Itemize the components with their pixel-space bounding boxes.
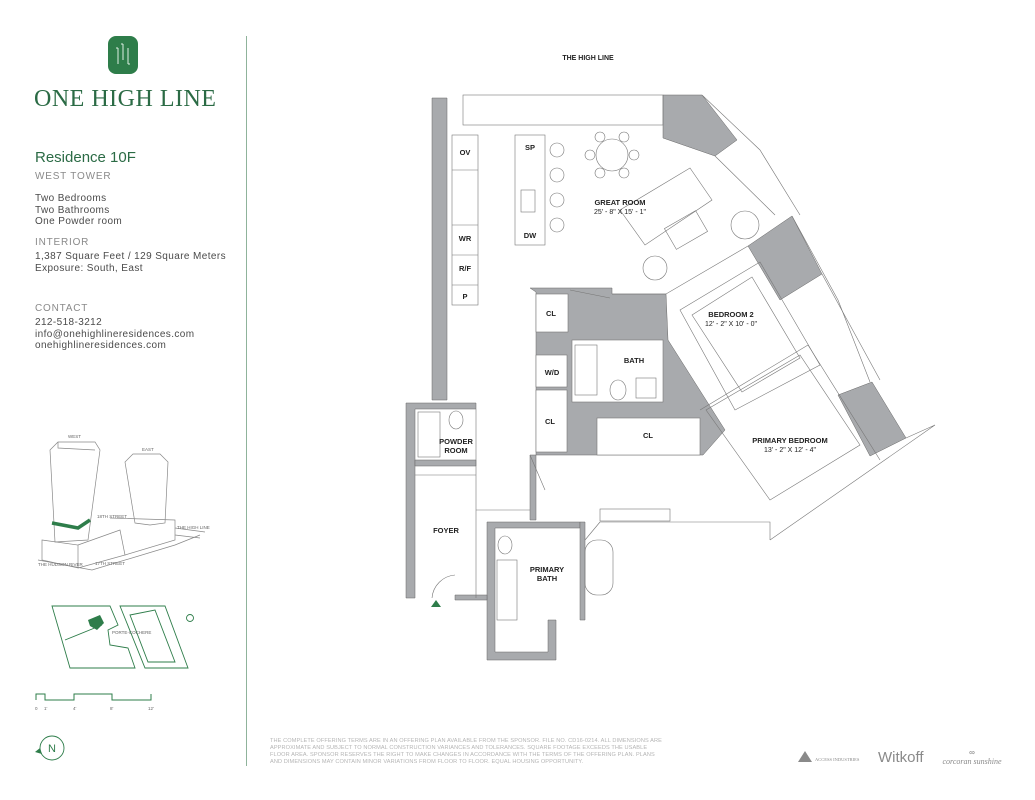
bedroom-2-dims: 12' - 2" X 10' - 0"	[705, 321, 758, 328]
label-powder-room: POWDER	[439, 437, 473, 446]
top-window	[462, 94, 664, 126]
scale-tick: 12'	[148, 706, 154, 711]
residence-title: Residence 10F	[35, 149, 136, 166]
key-plan: WEST EAST 18TH STREET THE HIGH LINE THE …	[35, 434, 210, 761]
monogram-icon	[116, 43, 130, 65]
unit-site-highlight	[88, 615, 104, 630]
label-ov: OV	[460, 148, 471, 157]
corcoran-mark-icon: ∞	[969, 748, 975, 757]
mountain-icon	[798, 751, 812, 762]
label-closet: CL	[545, 417, 555, 426]
witkoff-logo: Witkoff	[878, 749, 924, 766]
label-powder-room: ROOM	[444, 446, 467, 455]
scale-bar-ticks: 0 1' 4' 8' 12'	[35, 706, 154, 711]
site-plan	[51, 605, 194, 669]
closet-2	[535, 389, 568, 453]
interior-heading: INTERIOR	[35, 237, 90, 248]
label-foyer: FOYER	[433, 526, 459, 535]
sink	[635, 377, 657, 399]
interior-info: 1,387 Square Feet / 129 Square Meters Ex…	[35, 251, 226, 274]
north-compass: N	[35, 735, 65, 761]
label-great-room: GREAT ROOM	[594, 198, 645, 207]
label-primary-bath: BATH	[537, 574, 557, 583]
compass-label: N	[48, 743, 56, 755]
great-room-dims: 25' - 8" X 15' - 1"	[594, 209, 647, 216]
unit-floor-highlight	[51, 518, 91, 530]
kitchen-counter	[451, 134, 479, 306]
scale-tick: 4'	[73, 706, 77, 711]
exposure-text: Exposure: South, East	[35, 262, 143, 274]
porte-cochere-label: PORTE-COCHERE	[112, 630, 151, 635]
access-industries-text: ACCESS INDUSTRIES	[815, 757, 860, 762]
structural-walls	[405, 94, 907, 661]
east-label: EAST	[142, 447, 154, 452]
high-line-top-label: THE HIGH LINE	[562, 55, 614, 62]
label-sp: SP	[525, 143, 535, 152]
bath-room	[571, 339, 664, 403]
scale-tick: 0	[35, 706, 38, 711]
street-17-label: 17TH STREET	[95, 561, 125, 566]
divider	[246, 36, 247, 766]
washer-dryer	[535, 354, 568, 388]
kitchen-island	[514, 134, 546, 246]
river-label: THE HUDSON RIVER	[38, 562, 84, 567]
scale-tick: 8'	[110, 706, 114, 711]
label-wr: WR	[459, 234, 472, 243]
label-dw: DW	[524, 231, 537, 240]
street-18-label: 18TH STREET	[97, 514, 127, 519]
interior-rooms	[535, 293, 701, 456]
bathtub	[574, 344, 598, 396]
plan-lines	[415, 94, 936, 621]
feature-item: Two Bedrooms	[35, 193, 107, 204]
scale-bar	[35, 693, 152, 701]
brand-name: ONE HIGH LINE	[34, 86, 217, 112]
access-industries-logo: ACCESS INDUSTRIES	[798, 750, 859, 762]
entry-marker-icon	[431, 600, 441, 607]
primary-vanity	[496, 559, 518, 621]
closet-1	[535, 293, 569, 333]
contact-heading: CONTACT	[35, 303, 89, 314]
area-text: 1,387 Square Feet / 129 Square Meters	[35, 251, 227, 262]
label-p: P	[462, 292, 467, 301]
closet-3	[596, 417, 701, 456]
feature-item: Two Bathrooms	[35, 204, 110, 216]
bed-2	[691, 276, 801, 393]
west-label: WEST	[68, 434, 81, 439]
label-wd: W/D	[545, 368, 560, 377]
coffee-table	[664, 210, 708, 250]
toilet	[609, 379, 627, 401]
powder-vanity	[417, 411, 441, 458]
label-closet: CL	[546, 309, 556, 318]
label-primary-bedroom: PRIMARY BEDROOM	[752, 436, 827, 445]
contact-info: 212-518-3212 info@onehighlineresidences.…	[35, 317, 194, 352]
high-line-label: THE HIGH LINE	[177, 525, 210, 530]
dining-table	[595, 138, 629, 172]
website-link[interactable]: onehighlineresidences.com	[35, 340, 167, 351]
feature-item: One Powder room	[35, 216, 123, 227]
corcoran-sunshine-logo: ∞ corcoran sunshine	[942, 748, 1002, 767]
north-arrow-icon	[35, 748, 42, 754]
brand-logo-mark	[108, 36, 138, 74]
label-bath: BATH	[624, 356, 644, 365]
label-closet: CL	[643, 431, 653, 440]
scale-tick: 1'	[44, 706, 48, 711]
room-labels: OV WR R/F P SP DW GREAT ROOM 25' - 8" X …	[433, 143, 828, 583]
primary-bed	[705, 354, 861, 501]
phone-text[interactable]: 212-518-3212	[35, 317, 103, 328]
building-isometric	[37, 441, 206, 571]
sofa	[619, 167, 713, 246]
features-list: Two Bedrooms Two Bathrooms One Powder ro…	[35, 193, 122, 228]
email-link[interactable]: info@onehighlineresidences.com	[35, 328, 195, 340]
label-primary-bath: PRIMARY	[530, 565, 564, 574]
label-rf: R/F	[459, 264, 472, 273]
primary-tub	[584, 539, 614, 596]
label-bedroom-2: BEDROOM 2	[708, 310, 753, 319]
tower-label: WEST TOWER	[35, 171, 112, 182]
primary-bedroom-dims: 13' - 2" X 12' - 4"	[764, 447, 817, 454]
legal-disclaimer: THE COMPLETE OFFERING TERMS ARE IN AN OF…	[270, 738, 662, 765]
corcoran-text: corcoran sunshine	[942, 757, 1002, 766]
